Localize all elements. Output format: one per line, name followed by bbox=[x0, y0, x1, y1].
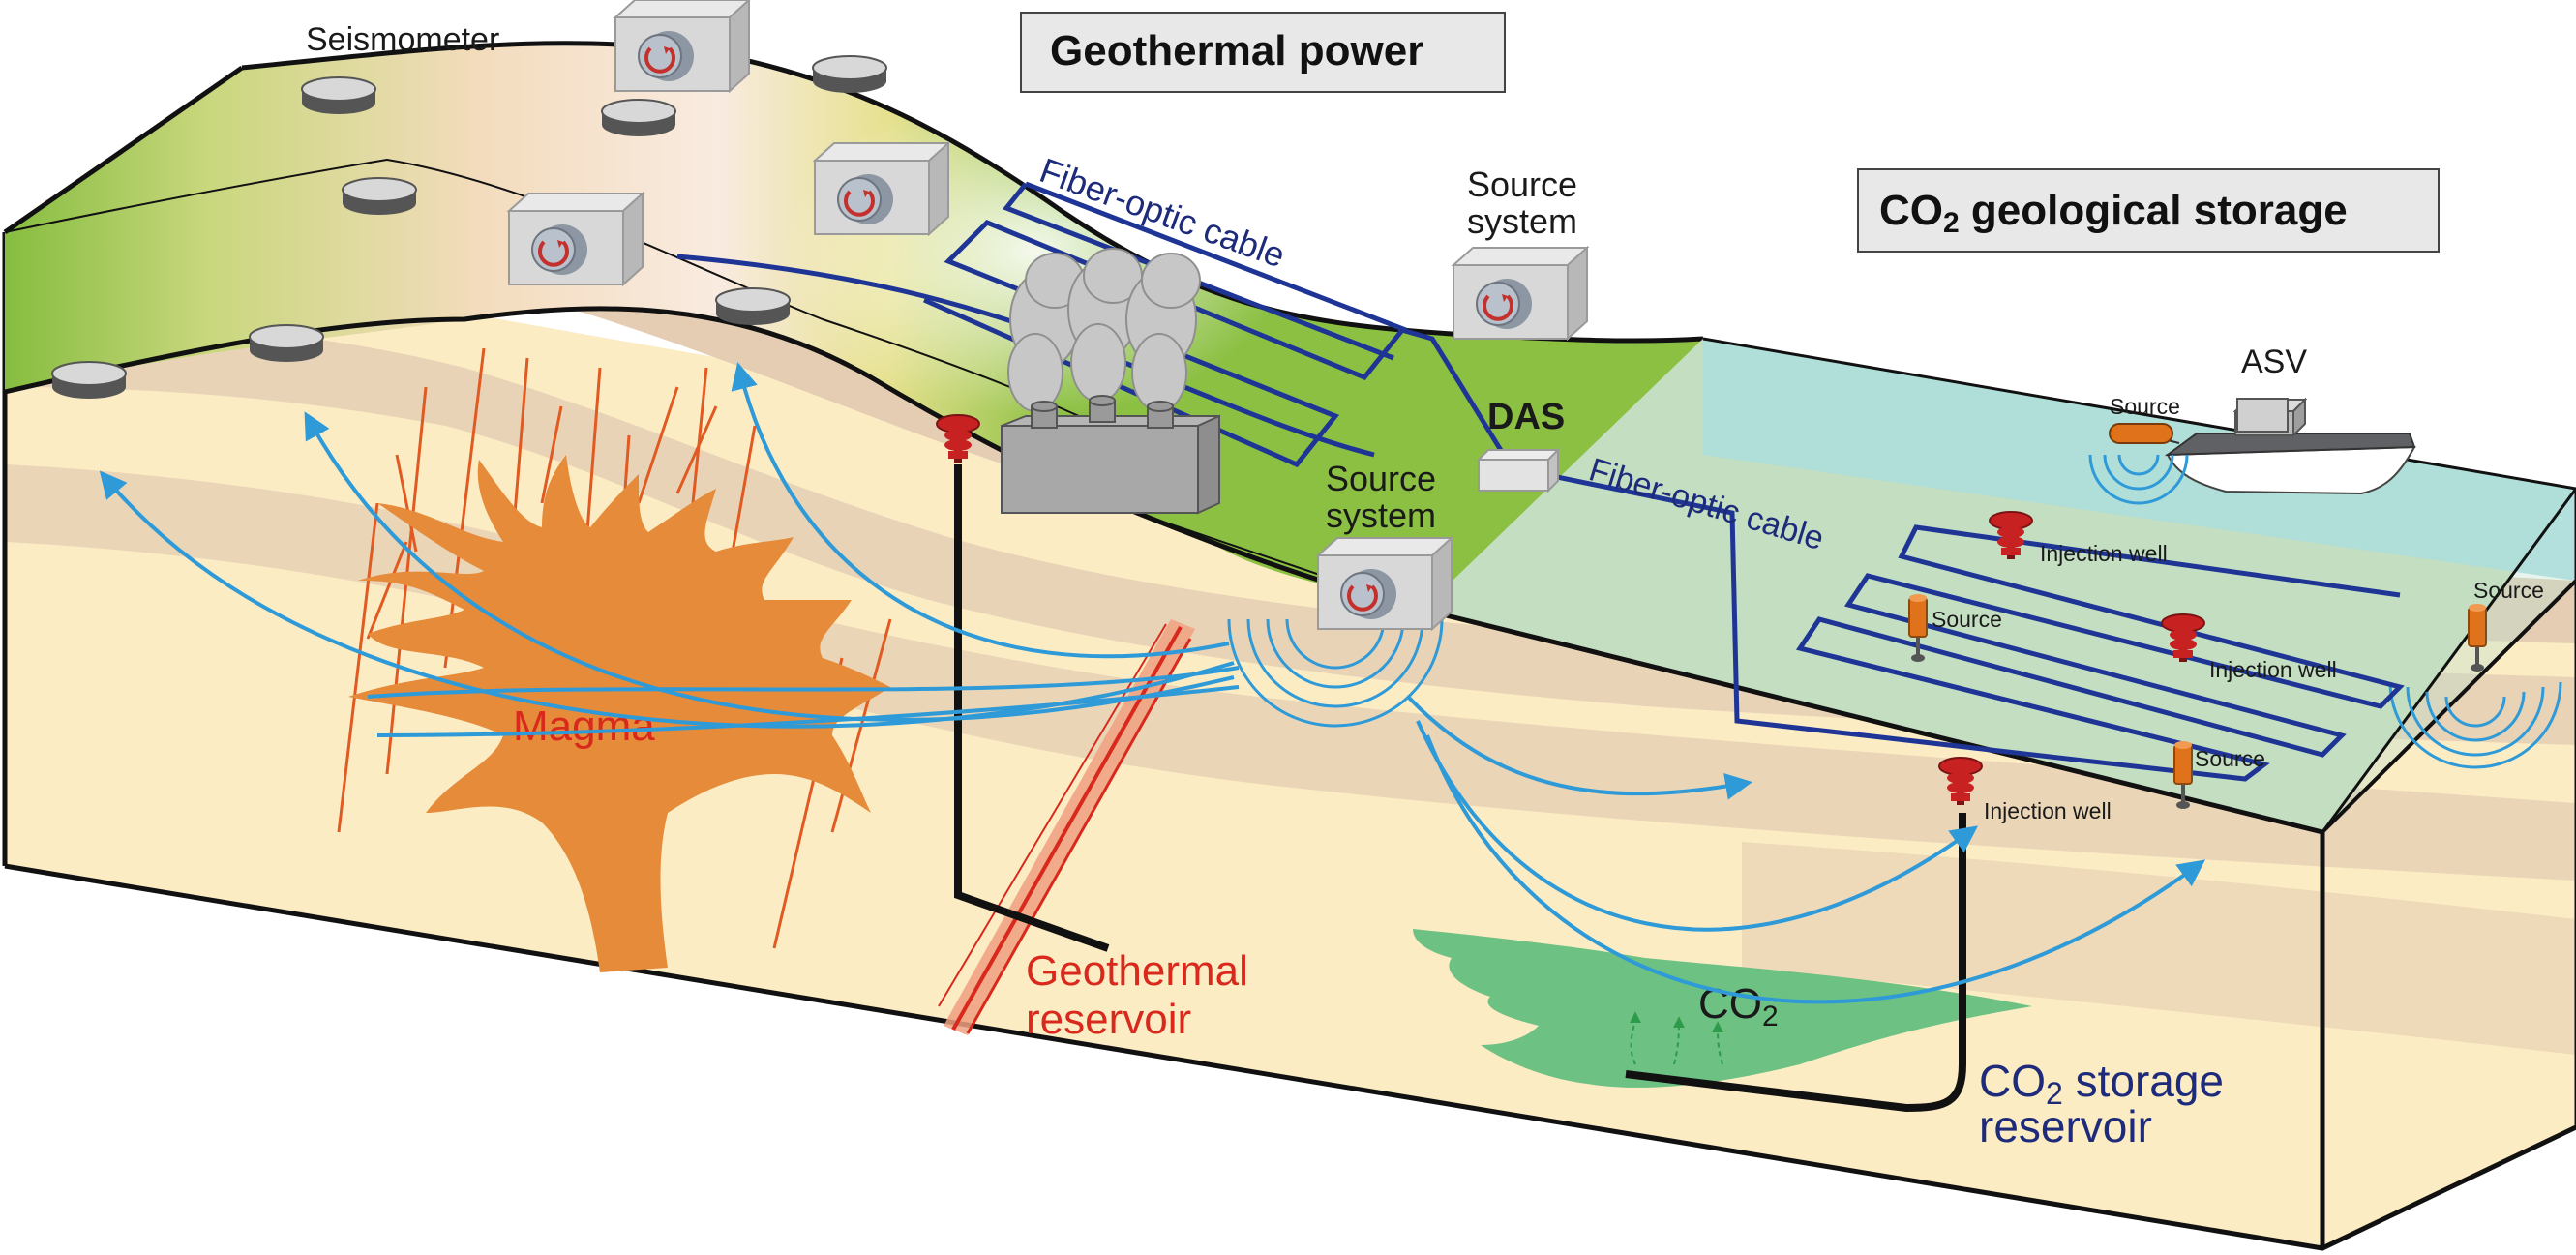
geothermal-reservoir-label: Geothermal reservoir bbox=[1026, 947, 1260, 1043]
seismometer-label: Seismometer bbox=[306, 21, 499, 58]
das-label: DAS bbox=[1487, 397, 1565, 437]
power-plant-icon bbox=[1001, 248, 1220, 515]
source-system-icon bbox=[813, 141, 950, 236]
geothermal-reservoir-zone bbox=[938, 619, 1195, 1035]
injection-well-label-1: Injection well bbox=[2040, 541, 2168, 566]
source-label-3: Source bbox=[2473, 578, 2544, 603]
fiber-optic-cable-sea bbox=[1518, 466, 2405, 782]
seismometer-icon bbox=[342, 177, 417, 216]
injection-well-label-3: Injection well bbox=[1984, 798, 2112, 823]
source-system-top-label: Source system bbox=[1467, 164, 1587, 241]
source-label-1: Source bbox=[1932, 607, 2002, 632]
source-system-icon bbox=[614, 0, 751, 93]
co2-storage-title-box: CO2 geological storage bbox=[1857, 168, 2440, 253]
seismic-ray-arrows bbox=[99, 362, 2206, 1004]
seismometer-icon bbox=[812, 55, 887, 94]
co2-plume bbox=[1413, 929, 2032, 1088]
injection-well-label-2: Injection well bbox=[2209, 657, 2337, 682]
rock-layer-3 bbox=[5, 464, 2576, 881]
source-label-2: Source bbox=[2195, 746, 2265, 771]
source-system-icon bbox=[1452, 246, 1589, 341]
geothermal-well bbox=[954, 464, 1110, 952]
co2-storage-reservoir-label: CO2 storage reservoir bbox=[1979, 1056, 2236, 1151]
co2-migration-arrows bbox=[1629, 1011, 1724, 1065]
seismic-wavefronts-sea bbox=[2388, 681, 2562, 769]
seismic-wavefronts-land bbox=[1227, 618, 1444, 728]
rock-layer-4 bbox=[1742, 842, 2576, 1055]
source-system-icon bbox=[1316, 536, 1453, 631]
seismometer-icon bbox=[249, 324, 324, 363]
geothermal-title-box: Geothermal power bbox=[1020, 12, 1506, 93]
das-box-icon bbox=[1476, 447, 1561, 493]
asv-boat-icon bbox=[2164, 397, 2416, 495]
seismometer-icon bbox=[601, 99, 676, 137]
geothermal-title: Geothermal power bbox=[1050, 27, 1423, 75]
seismometer-icon bbox=[51, 361, 127, 400]
asv-towed-source-icon bbox=[2088, 423, 2189, 505]
seismometer-icon bbox=[715, 287, 791, 326]
co2-storage-title: CO2 geological storage bbox=[1879, 187, 2348, 239]
asv-label: ASV bbox=[2241, 344, 2307, 380]
seismometer-icon bbox=[301, 76, 376, 115]
source-system-mid-label: Source system bbox=[1326, 459, 1446, 535]
rock-layer-1 bbox=[5, 221, 2576, 643]
co2-injection-well bbox=[1625, 813, 1966, 1113]
asv-source-label: Source bbox=[2110, 394, 2180, 419]
source-system-icon bbox=[507, 192, 644, 286]
magma-body bbox=[348, 455, 890, 972]
